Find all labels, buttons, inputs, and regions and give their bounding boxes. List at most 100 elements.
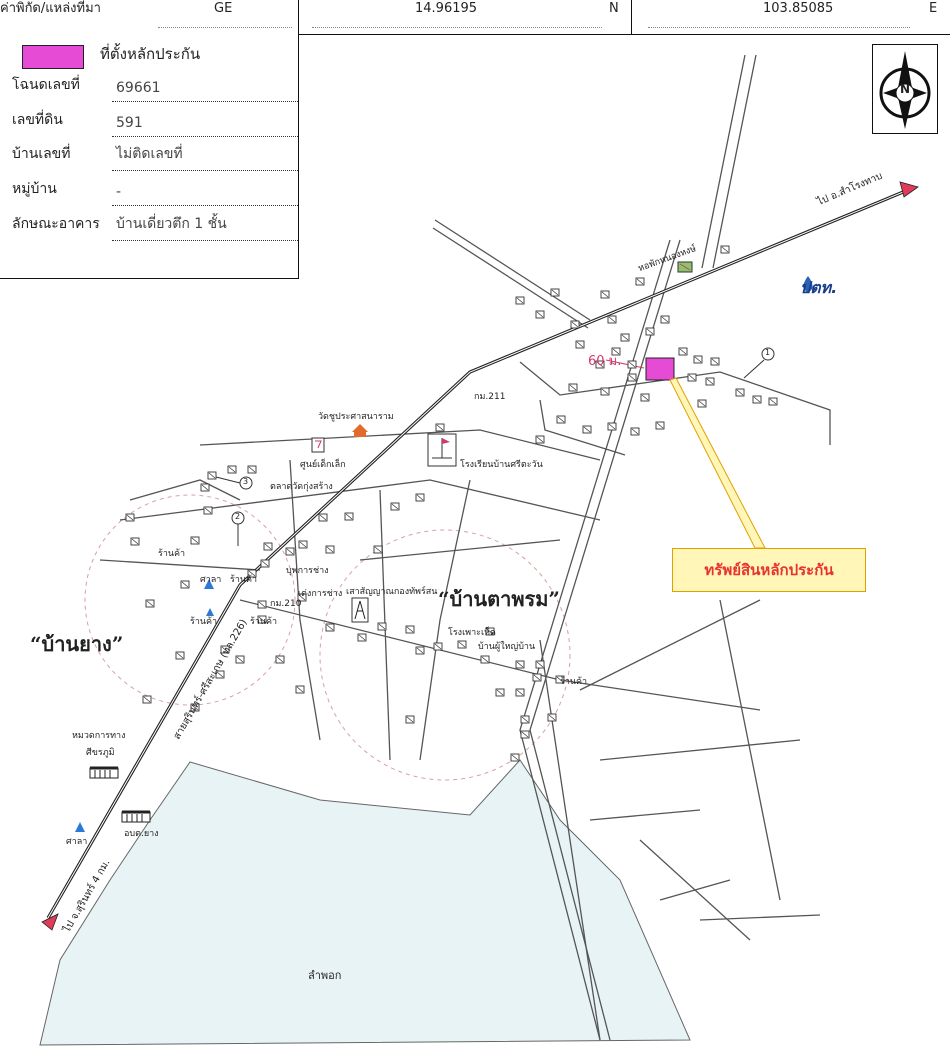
shop-label: ร้านค้า: [230, 575, 258, 585]
house-icon-detail: [345, 513, 353, 520]
house-icon-detail: [557, 416, 565, 423]
house-icon-detail: [458, 641, 466, 648]
house-icon-detail: [378, 623, 386, 630]
house-icon-detail: [326, 624, 334, 631]
house-icon-detail: [228, 466, 236, 473]
collateral-callout: ทรัพย์สินหลักประกัน: [672, 548, 866, 592]
house-icon-detail: [434, 643, 442, 650]
house-icon-detail: [769, 398, 777, 405]
sala-icon: [204, 579, 214, 589]
house-icon-detail: [583, 426, 591, 433]
house-icon-detail: [261, 560, 269, 567]
legend-key: เลขที่ดิน: [12, 112, 63, 128]
underline: [158, 27, 292, 28]
longitude-value: 103.85085: [763, 1, 834, 16]
house-icon-detail: [176, 652, 184, 659]
house-icon-detail: [556, 676, 564, 683]
repair-shop-label: บุพการช่าง: [286, 566, 329, 576]
marker-2-label: 2: [235, 512, 241, 521]
divider: [298, 0, 299, 34]
house-icon-detail: [641, 394, 649, 401]
marker-3-label: 3: [243, 477, 249, 486]
house-icon-detail: [258, 616, 266, 623]
collateral-swatch-label: ที่ตั้งหลักประกัน: [100, 45, 201, 63]
road-arrow-northeast: [899, 181, 919, 198]
house-icon-detail: [416, 647, 424, 654]
legend-key: หมู่บ้าน: [12, 181, 57, 197]
house-icon-detail: [621, 334, 629, 341]
legend-row: หมู่บ้าน -: [12, 174, 298, 206]
village-circle-ban-ta-phrom: [319, 529, 571, 781]
house-icon-detail: [569, 384, 577, 391]
collateral-swatch: [22, 45, 84, 69]
repair-shop-label: เต่งการช่าง: [298, 589, 343, 599]
minor-roads: [99, 54, 831, 1041]
km-210-label: กม.210: [270, 599, 302, 609]
distance-label: 60 ม.: [588, 354, 622, 369]
school-icon: [427, 433, 457, 467]
house-icon-detail: [608, 316, 616, 323]
dorm-icon: [677, 261, 693, 273]
house-icon-detail: [661, 316, 669, 323]
marker-1-label: 1: [765, 348, 771, 357]
underline: [648, 27, 910, 28]
house-icon-detail: [146, 600, 154, 607]
house-icon-detail: [276, 656, 284, 663]
sao-icon: [121, 810, 151, 823]
house-icon-detail: [656, 422, 664, 429]
house-icon-detail: [358, 634, 366, 641]
school-label: โรงเรียนบ้านศรีตะวัน: [460, 460, 543, 470]
house-icon-detail: [521, 716, 529, 723]
marker-1: [743, 347, 775, 379]
mushroom-farm-label: โรงเพาะเห็ด: [448, 628, 496, 638]
house-icon-detail: [548, 714, 556, 721]
pond-label: ลำพอก: [308, 969, 342, 982]
sala-label: ศาลา: [66, 837, 88, 847]
village-name-ban-yang: “บ้านยาง”: [30, 632, 124, 656]
ptt-logo: ปตท.: [800, 278, 838, 297]
north-compass: N: [872, 44, 938, 134]
house-icon-detail: [698, 400, 706, 407]
house-icon-detail: [208, 472, 216, 479]
headman-house-label: บ้านผู้ใหญ่บ้าน: [478, 642, 536, 652]
house-icon-detail: [516, 297, 524, 304]
callout-leader: [669, 377, 766, 549]
highway-dept-label: หมวดการทาง: [72, 731, 126, 741]
underline: [312, 27, 602, 28]
house-icon-detail: [191, 704, 199, 711]
house-icon-detail: [406, 716, 414, 723]
house-icon-detail: [416, 494, 424, 501]
house-icon-detail: [536, 311, 544, 318]
marker-3: [215, 476, 253, 490]
house-icon-detail: [612, 348, 620, 355]
pond-lampok: [39, 759, 691, 1046]
legend-row: ลักษณะอาคาร บ้านเดี่ยวตึก 1 ชั้น: [12, 209, 298, 241]
house-icon-detail: [576, 341, 584, 348]
house-icon-detail: [753, 396, 761, 403]
child-center-icon: [311, 437, 325, 453]
sala-icon: [75, 822, 85, 832]
house-icon-detail: [131, 538, 139, 545]
legend-value: -: [116, 184, 122, 200]
house-icon-detail: [521, 731, 529, 738]
house-icon-detail: [688, 374, 696, 381]
house-icon-detail: [143, 696, 151, 703]
house-icon-detail: [596, 361, 604, 368]
house-icon-detail: [436, 424, 444, 431]
pole-label: เสาสัญญาณกองทัพร์สน: [346, 587, 438, 597]
legend-value: 69661: [116, 80, 161, 96]
legend-row: เลขที่ดิน 591: [12, 105, 298, 137]
legend-row: โฉนดเลขที่ 69661: [12, 70, 298, 102]
house-icon-detail: [391, 503, 399, 510]
house-icon-detail: [204, 507, 212, 514]
house-icon-detail: [571, 321, 579, 328]
longitude-direction: E: [929, 1, 938, 16]
house-icon-detail: [326, 546, 334, 553]
legend-key: บ้านเลขที่: [12, 146, 71, 162]
house-icon-detail: [299, 541, 307, 548]
property-legend: ที่ตั้งหลักประกัน โฉนดเลขที่ 69661 เลขที…: [0, 34, 299, 279]
pole-icon: [351, 597, 369, 623]
road-arrow-southwest: [41, 913, 59, 931]
marker-2: [231, 511, 245, 546]
legend-key: ลักษณะอาคาร: [12, 216, 100, 232]
